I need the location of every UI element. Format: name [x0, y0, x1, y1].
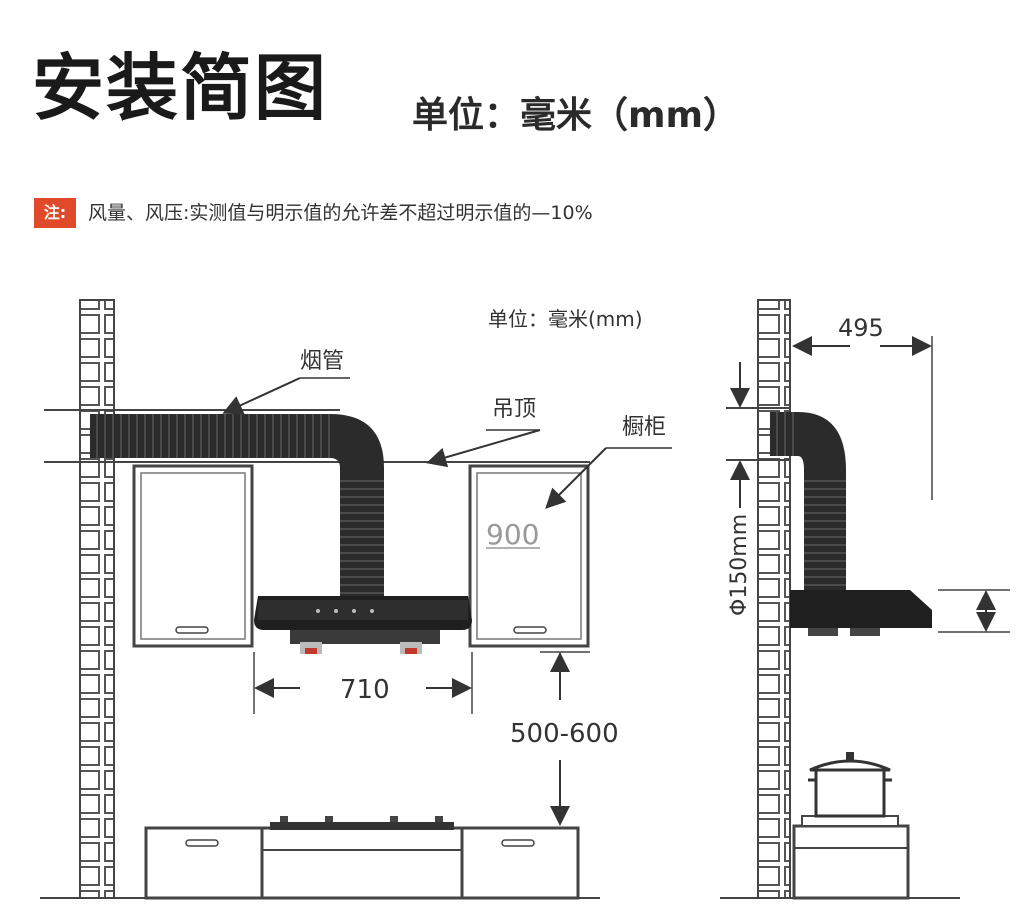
base-cabinet-left — [144, 826, 264, 900]
note-badge: 注: — [34, 198, 76, 228]
horizontal-duct — [90, 414, 330, 458]
side-view: 495 Φ150mm — [720, 299, 1010, 900]
cabinet-label: 橱柜 — [622, 415, 666, 440]
cabinet-height-label: 900 — [486, 518, 539, 551]
front-unit-label: 单位：毫米(mm) — [488, 307, 643, 331]
stove-cabinet — [260, 826, 464, 900]
side-brick-wall — [757, 299, 791, 899]
side-depth-label: 495 — [838, 314, 884, 342]
range-hood — [254, 596, 472, 654]
base-cabinet-right — [460, 826, 580, 900]
cooking-pot — [808, 752, 892, 818]
unit-heading: 单位：毫米（mm） — [412, 95, 740, 136]
side-stove-cabinet — [792, 824, 910, 900]
duct-label: 烟管 — [300, 349, 344, 374]
vertical-duct — [340, 478, 384, 596]
hood-width-label: 710 — [340, 675, 390, 705]
hood-stove-distance-label: 500-600 — [510, 719, 619, 749]
page-title: 安装简图 — [32, 46, 329, 130]
side-range-hood — [790, 590, 932, 628]
duct-elbow — [330, 414, 384, 478]
front-view: 单位：毫米(mm) 烟管 吊顶 橱柜 900 710 500-600 — [40, 299, 672, 900]
gas-stove — [270, 822, 454, 830]
ceiling-label: 吊顶 — [492, 397, 536, 422]
side-vertical-duct — [804, 480, 846, 590]
note-text: 风量、风压:实测值与明示值的允许差不超过明示值的—10% — [88, 202, 593, 224]
front-brick-wall — [79, 299, 115, 899]
duct-diameter-label: Φ150mm — [727, 514, 752, 616]
